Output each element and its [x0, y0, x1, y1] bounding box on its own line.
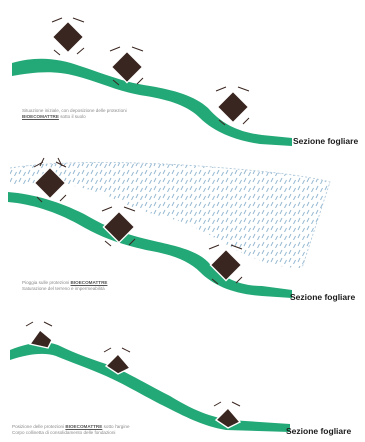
caption-text: Pioggia sulle protezioni — [22, 280, 69, 285]
bank-protection-block — [52, 18, 84, 55]
caption-text: Posizione delle protezioni — [12, 424, 64, 429]
panel-1-caption: Situazione iniziale, con deposizione del… — [22, 108, 127, 120]
panel-3-caption: Posizione delle protezioni BIOECOMATTRE … — [12, 424, 130, 436]
caption-text: Saturazione del terreno e impermeabilità — [22, 286, 105, 291]
caption-brand: BIOECOMATTRE — [22, 114, 59, 119]
caption-text: Corpo collinetta di consolidamento delle… — [12, 430, 115, 435]
caption-text: sotto l'argine — [104, 424, 130, 429]
bank-protection-block — [26, 322, 52, 348]
section-label: Sezione fogliare — [293, 136, 358, 146]
caption-brand: BIOECOMATTRE — [71, 280, 108, 285]
caption-brand: BIOECOMATTRE — [65, 424, 102, 429]
panel-3 — [10, 322, 290, 432]
bank-protection-block — [216, 87, 249, 125]
section-label: Sezione fogliare — [286, 426, 351, 436]
panel-1 — [12, 18, 292, 146]
terrain-band — [12, 59, 292, 146]
panel-2 — [8, 158, 330, 298]
caption-text: Situazione iniziale, con deposizione del… — [22, 108, 127, 113]
panel-2-caption: Pioggia sulle protezioni BIOECOMATTRE Sa… — [22, 280, 107, 292]
section-label: Sezione fogliare — [290, 292, 355, 302]
terrain-band — [10, 343, 290, 432]
caption-text: sotto il suolo — [60, 114, 86, 119]
